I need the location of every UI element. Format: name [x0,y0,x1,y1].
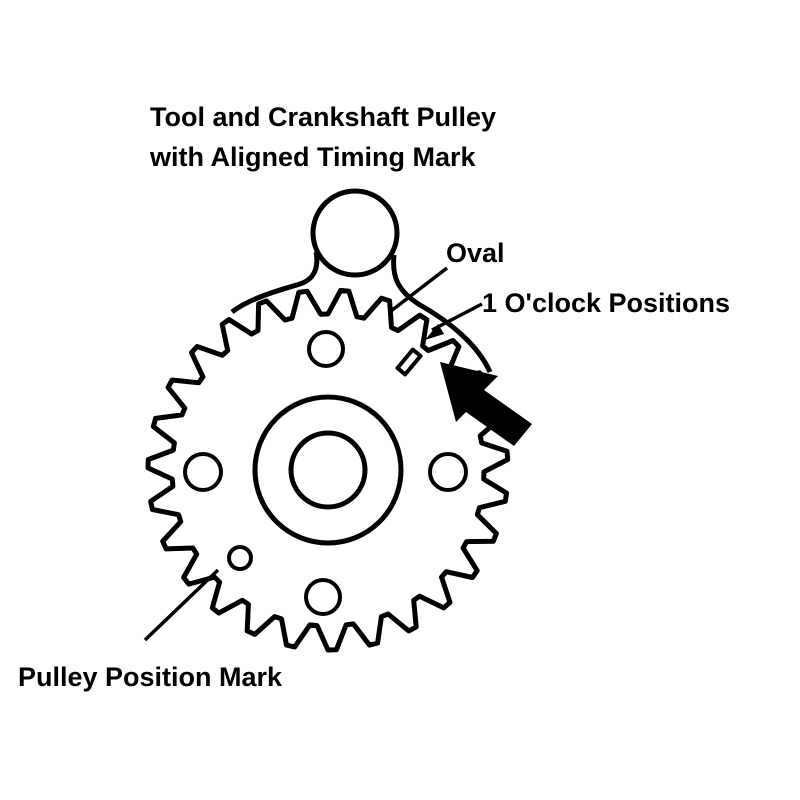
bolt-hole-right [428,452,468,492]
oval-leader-line [389,266,449,313]
bolt-hole-left [183,452,223,492]
pulley-position-mark-label: Pulley Position Mark [18,662,283,692]
oclock-small-arrowhead [425,324,444,340]
one-oclock-leader-line [431,302,483,332]
tool-pin [310,188,400,278]
oval-label: Oval [446,238,505,268]
hub-outer [252,394,404,546]
tool-outline [230,251,493,374]
pulley-position-hole [227,545,253,571]
bolt-hole-top [307,330,345,368]
crankshaft-pulley-gear [145,287,511,653]
title-line-2: with Aligned Timing Mark [150,142,476,172]
alignment-arrow-icon [440,362,532,446]
bolt-hole-bottom [304,578,342,616]
title-line-1: Tool and Crankshaft Pulley [150,102,497,132]
timing-mark-rect [395,347,423,377]
one-oclock-label: 1 O'clock Positions [482,288,730,318]
pulley-mark-leader-line [143,568,220,642]
hub-inner [288,430,368,510]
